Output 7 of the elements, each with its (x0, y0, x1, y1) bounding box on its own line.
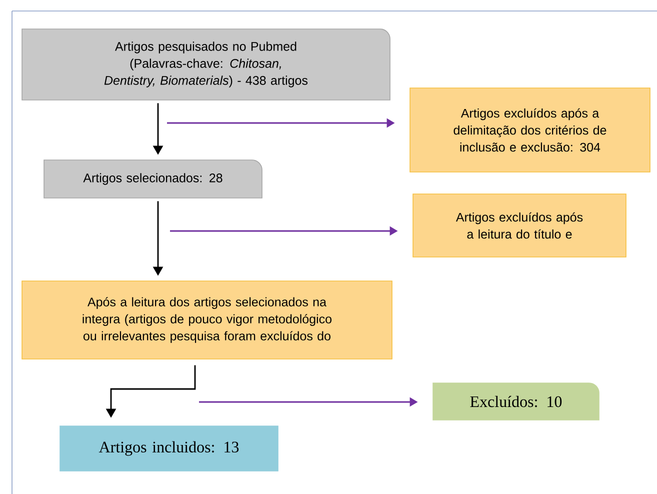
exclusion-box: Artigos excluídos após a delimitação dos critérios de inclusão e exclusão: 304 (410, 88, 650, 172)
process-box: Após a leitura dos artigos selecionados na integra (artigos de pouco vigor metodológico ou irrelevantes pesquisa foram excluídos do (22, 280, 392, 360)
exclusion-box: Artigos excluídos após a leitura do título e (412, 194, 626, 258)
process-box: Artigos pesquisados no Pubmed (Palavras-chave: Chitosan, Dentistry, Biomaterials) - 438 artigos (22, 28, 390, 100)
process-box: Artigos selecionados: 28 (44, 160, 262, 198)
exclusion-box: Excluídos: 10 (432, 382, 600, 420)
result-box: Artigos incluidos: 13 (60, 426, 278, 472)
